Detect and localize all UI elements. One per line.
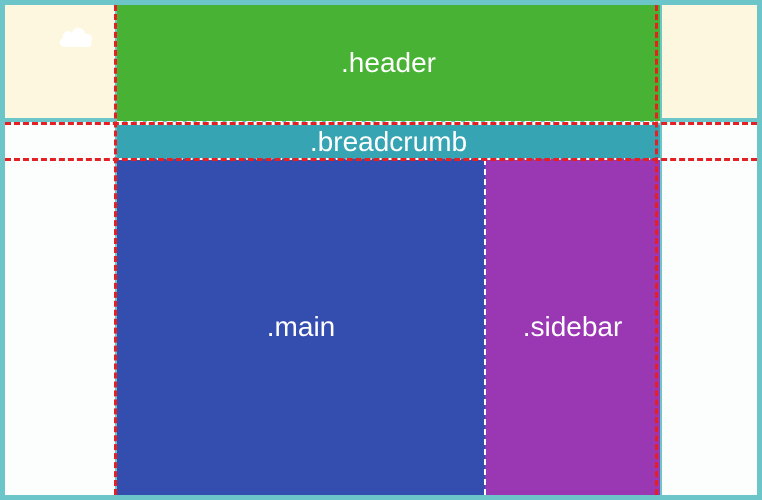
main-area: .main (117, 159, 485, 495)
left-top-cell (5, 5, 115, 118)
header-label: .header (341, 47, 436, 78)
grid-line (114, 5, 117, 495)
right-top-cell (662, 5, 757, 118)
inner-grid-line (484, 159, 486, 495)
grid-line (5, 122, 757, 125)
breadcrumb-area: .breadcrumb (117, 125, 660, 159)
sidebar-label: .sidebar (522, 311, 623, 342)
grid-line (5, 158, 757, 161)
grid-line (655, 5, 658, 495)
sidebar-area: .sidebar (485, 159, 660, 495)
main-label: .main (266, 311, 336, 342)
breadcrumb-label: .breadcrumb (309, 126, 468, 157)
cloud-icon (59, 27, 93, 47)
frame-line (658, 5, 662, 495)
header-area: .header (117, 5, 660, 121)
